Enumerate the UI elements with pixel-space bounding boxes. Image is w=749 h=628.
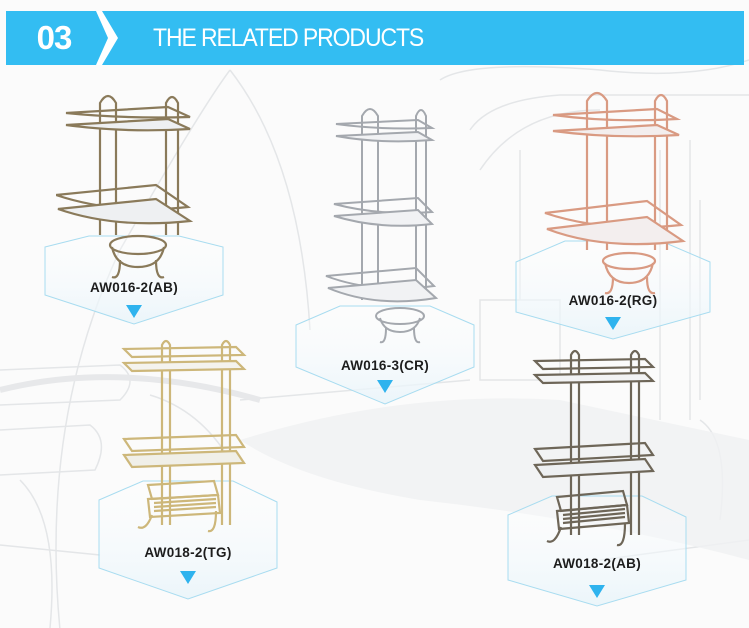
product-image-corner-shelf — [544, 91, 687, 295]
product-card-aw016-2-ab[interactable]: AW016-2(AB) — [44, 85, 224, 325]
product-image-rectangular-shelf — [532, 349, 656, 547]
hexagon-frame — [98, 480, 278, 600]
product-label: AW018-2(AB) — [552, 556, 642, 571]
product-label: AW016-3(CR) — [340, 358, 430, 373]
caret-down-icon — [589, 585, 605, 598]
product-card-aw016-3-cr[interactable]: AW016-3(CR) — [295, 100, 475, 405]
product-card-aw018-2-tg[interactable]: AW018-2(TG) — [98, 335, 278, 600]
caret-down-icon — [126, 305, 142, 318]
product-card-aw018-2-ab[interactable]: AW018-2(AB) — [507, 345, 687, 607]
section-number: 03 — [36, 19, 73, 56]
caret-down-icon — [605, 317, 621, 330]
product-label: AW018-2(TG) — [144, 545, 232, 560]
section-title: THE RELATED PRODUCTS — [153, 23, 424, 52]
product-image-corner-shelf — [56, 94, 194, 279]
hexagon-frame — [515, 240, 711, 340]
chevron-right-icon — [96, 11, 118, 65]
hexagon-frame — [44, 235, 224, 325]
product-card-aw016-2-rg[interactable]: AW016-2(RG) — [515, 85, 711, 340]
section-header-banner — [6, 11, 744, 65]
hexagon-frame — [295, 305, 475, 405]
caret-down-icon — [180, 571, 196, 584]
caret-down-icon — [377, 380, 393, 393]
product-label: AW016-2(RG) — [568, 293, 658, 308]
product-image-rectangular-shelf — [121, 339, 247, 533]
product-label: AW016-2(AB) — [89, 280, 179, 295]
product-image-corner-shelf-3-tier — [325, 108, 439, 344]
